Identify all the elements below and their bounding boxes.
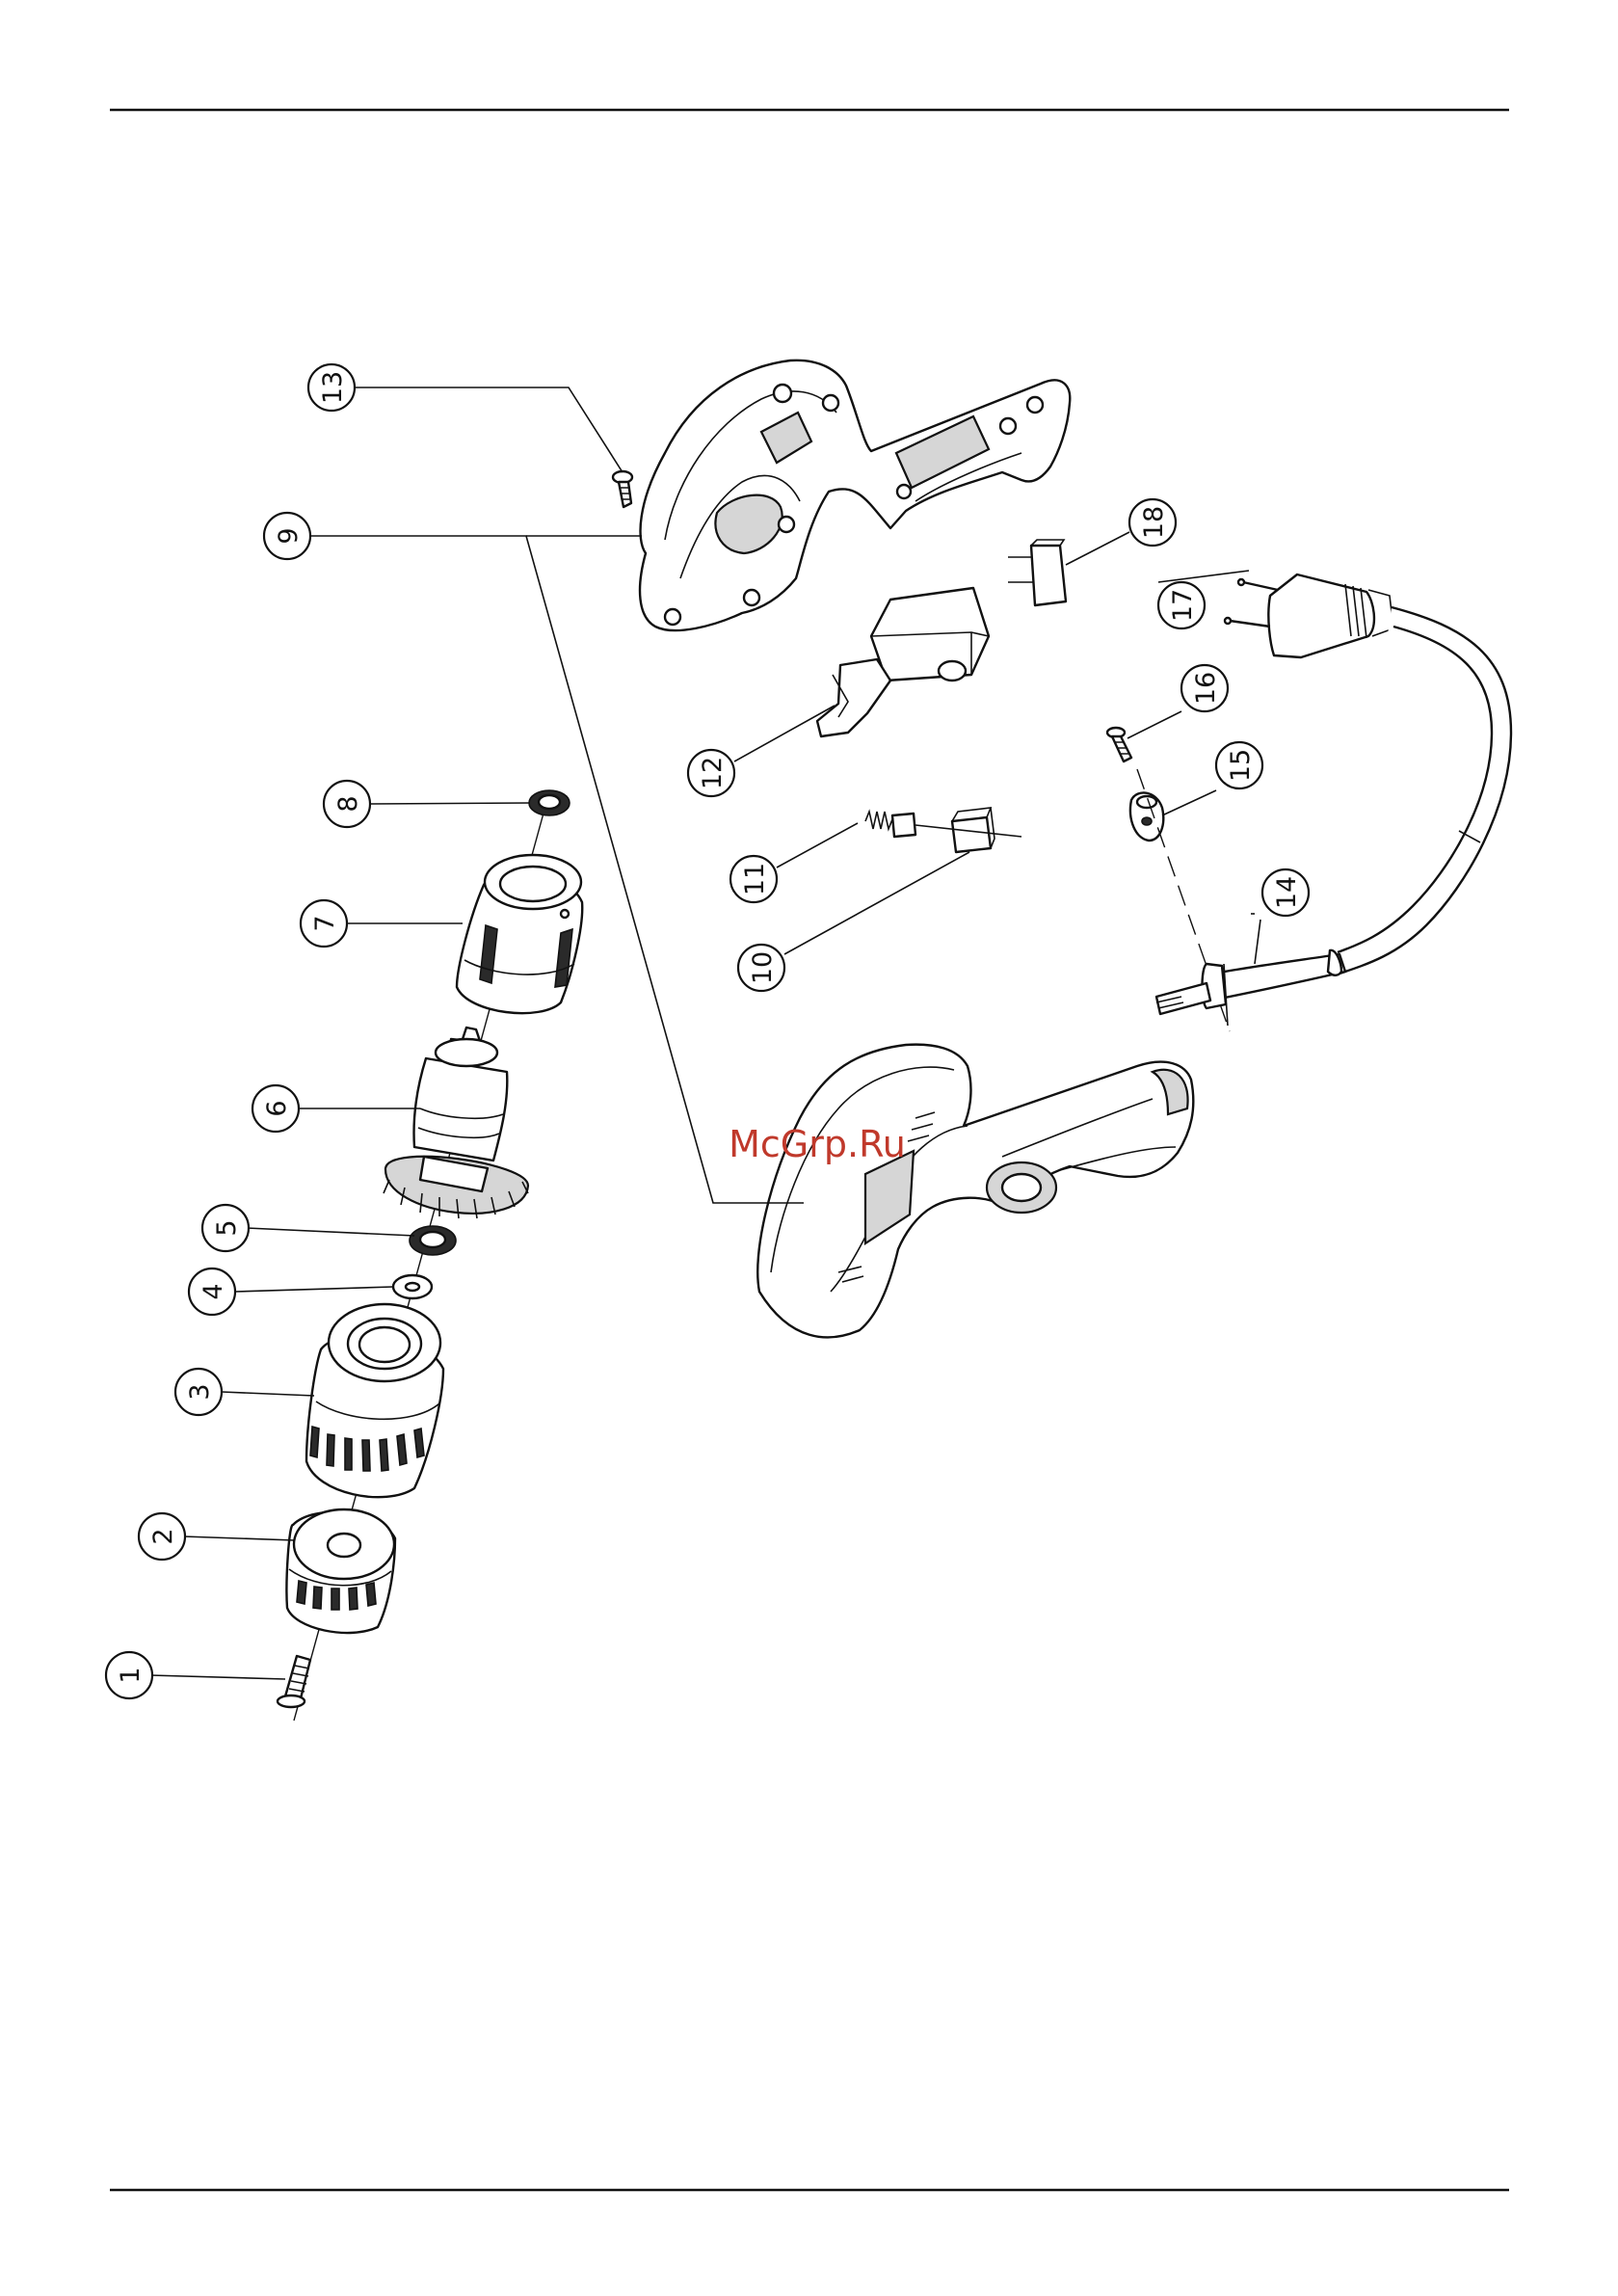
callout-label: 5 — [212, 1219, 242, 1236]
callout-label: 2 — [148, 1528, 178, 1544]
callout-label: 4 — [199, 1283, 228, 1299]
part-14-strain-relief — [1156, 950, 1345, 1026]
callout-2: 2 — [139, 1513, 185, 1560]
part-15-cable-clamp — [1130, 792, 1163, 841]
callout-6: 6 — [252, 1085, 299, 1132]
callout-16: 16 — [1181, 665, 1228, 711]
watermark-text: McGrp.Ru — [729, 1123, 906, 1165]
callout-label: 8 — [333, 795, 363, 812]
callout-8: 8 — [324, 781, 370, 827]
callout-label: 16 — [1191, 672, 1221, 705]
part-13-screw — [613, 471, 632, 507]
callout-label: 6 — [262, 1100, 292, 1116]
callout-10: 10 — [738, 945, 784, 991]
callout-17: 17 — [1158, 582, 1205, 628]
callout-3: 3 — [175, 1369, 222, 1415]
part-11-spring — [865, 812, 915, 837]
callout-label: 9 — [274, 527, 304, 544]
part-18-block — [1008, 540, 1066, 605]
callout-4: 4 — [189, 1268, 235, 1315]
callout-label: 11 — [740, 863, 770, 895]
part-16-screw — [1107, 728, 1131, 761]
callout-12: 12 — [688, 750, 734, 796]
callout-label: 1 — [116, 1667, 146, 1683]
callout-9: 9 — [264, 513, 310, 559]
part-1-screw — [278, 1656, 310, 1707]
part-17-plug — [1225, 574, 1511, 974]
callout-label: 14 — [1272, 876, 1302, 909]
part-10-brush — [915, 808, 1021, 852]
part-4-washer — [393, 1275, 432, 1298]
part-5-bearing — [410, 1226, 456, 1255]
callout-label: 17 — [1168, 589, 1198, 622]
callout-label: 3 — [185, 1383, 215, 1400]
part-8-bearing — [529, 790, 570, 815]
part-6-armature — [384, 1028, 528, 1218]
callout-14: 14 — [1262, 869, 1309, 916]
callout-13: 13 — [308, 364, 355, 411]
callout-5: 5 — [202, 1205, 249, 1251]
callout-label: 15 — [1226, 749, 1256, 782]
callout-18: 18 — [1129, 499, 1176, 546]
part-9-housing-half — [640, 360, 1070, 630]
callout-label: 12 — [698, 757, 728, 789]
part-3-chuck-body — [306, 1304, 443, 1497]
callout-1: 1 — [106, 1652, 152, 1698]
part-12-switch — [817, 588, 989, 736]
callout-label: 13 — [318, 371, 348, 404]
callout-label: 10 — [748, 951, 778, 984]
assembled-housing — [757, 1045, 1193, 1338]
part-7-stator — [457, 855, 582, 1013]
callout-label: 18 — [1139, 506, 1169, 539]
callout-7: 7 — [301, 900, 347, 947]
callout-label: 7 — [310, 915, 340, 931]
callout-15: 15 — [1216, 742, 1262, 788]
part-2-chuck-sleeve — [286, 1509, 395, 1633]
callout-11: 11 — [730, 856, 777, 902]
